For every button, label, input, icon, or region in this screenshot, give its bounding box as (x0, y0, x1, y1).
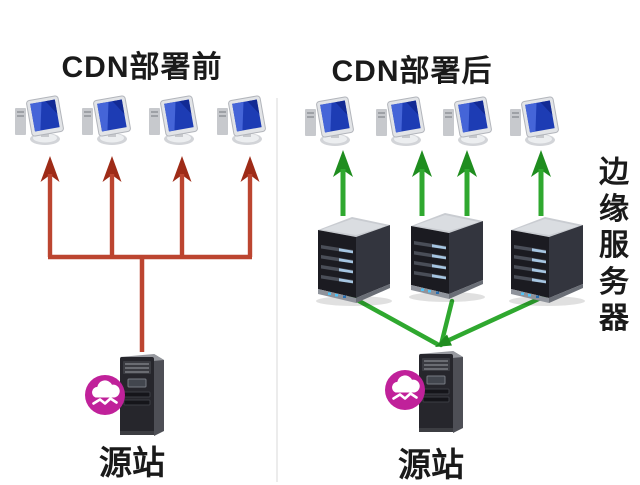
green-arrow-client-4 (531, 150, 551, 216)
edge-server-3 (503, 210, 587, 306)
client-computer-after-3 (442, 96, 498, 148)
edge-servers-vertical-label: 边缘服务器 (599, 156, 629, 335)
client-computer-after-2 (375, 96, 431, 148)
edge-server-1 (310, 210, 394, 306)
red-arrow-client-2 (102, 156, 122, 257)
green-arrow-client-1 (333, 150, 353, 216)
red-arrow-client-3 (172, 156, 192, 257)
client-computer-after-1 (304, 96, 360, 148)
client-computer-before-2 (81, 95, 137, 147)
client-computer-before-1 (14, 95, 70, 147)
origin-label-before: 源站 (99, 444, 165, 481)
panel-divider (276, 98, 278, 482)
edge-server-2 (403, 206, 487, 302)
red-arrow-client-1 (40, 156, 60, 257)
cloud-icon (384, 369, 426, 411)
title-before-cdn: CDN部署前 (61, 51, 223, 84)
green-link-arrowhead (435, 334, 452, 347)
origin-label-after: 源站 (398, 446, 464, 483)
client-computer-before-3 (148, 95, 204, 147)
client-computer-before-4 (216, 95, 272, 147)
cloud-icon (84, 374, 126, 416)
green-link-edge-2 (438, 298, 455, 348)
red-arrow-client-4 (240, 156, 260, 257)
title-after-cdn: CDN部署后 (331, 55, 493, 88)
client-computer-after-4 (509, 96, 565, 148)
